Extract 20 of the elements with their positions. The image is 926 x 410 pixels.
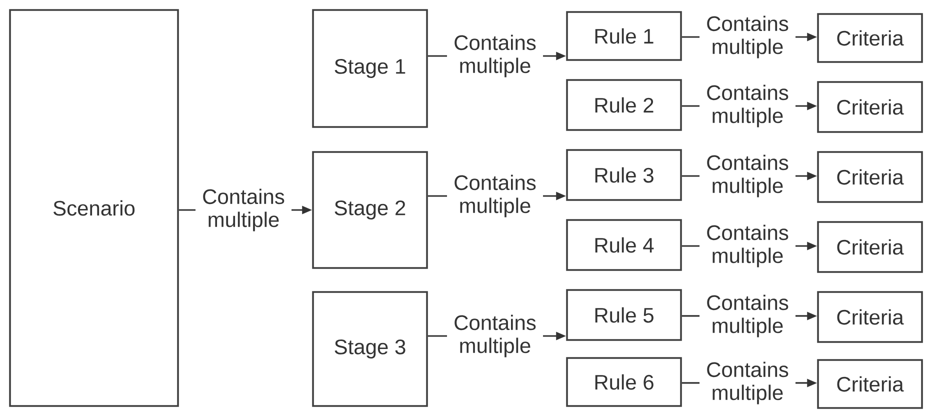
criteria-box: Criteria	[817, 81, 923, 133]
scenario-box: Scenario	[9, 9, 179, 407]
criteria-box: Criteria	[817, 291, 923, 343]
edge-label: Contains multiple	[700, 82, 796, 130]
criteria-box: Criteria	[817, 13, 923, 63]
edge-label: Contains multiple	[700, 360, 796, 406]
criteria-box: Criteria	[817, 221, 923, 273]
edge-label: Contains multiple	[447, 312, 543, 360]
edge-label: Contains multiple	[700, 14, 796, 60]
edge-label: Contains multiple	[700, 152, 796, 200]
criteria-box: Criteria	[817, 151, 923, 203]
criteria-box: Criteria	[817, 359, 923, 409]
stage-box: Stage 2	[312, 151, 428, 269]
edge-label: Contains multiple	[700, 222, 796, 270]
edge-label: Contains multiple	[196, 186, 292, 234]
edge-label: Contains multiple	[447, 32, 543, 80]
stage-box: Stage 3	[312, 291, 428, 407]
stage-box: Stage 1	[312, 9, 428, 128]
edge-label: Contains multiple	[447, 172, 543, 220]
edge-label: Contains multiple	[700, 292, 796, 340]
